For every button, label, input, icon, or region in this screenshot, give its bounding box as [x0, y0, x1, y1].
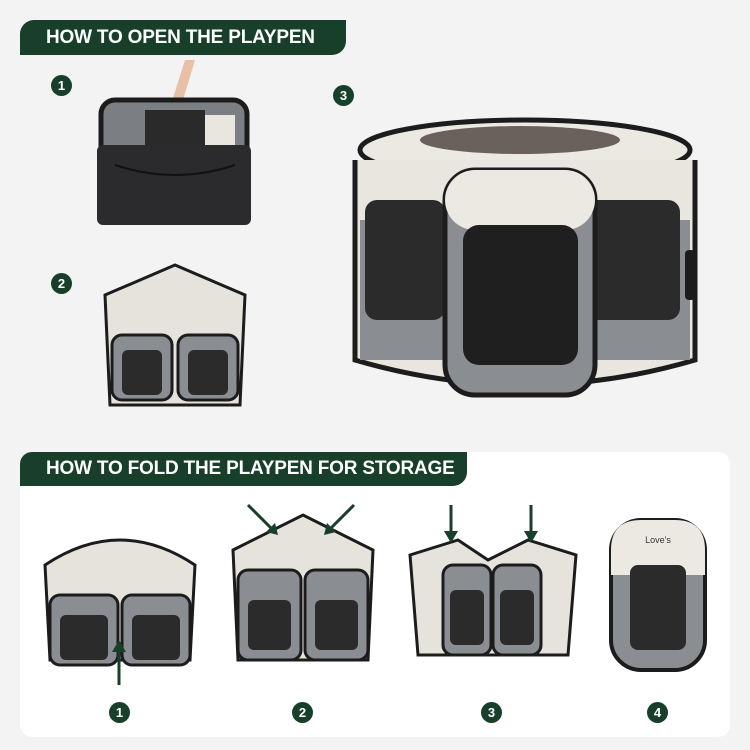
arrow-diagonal-right-icon: [246, 503, 278, 535]
folded-playpen-image: [103, 263, 247, 407]
brand-logo: Love's: [645, 535, 671, 545]
fold-step-3-image: [408, 505, 578, 657]
arrow-up-icon: [112, 640, 126, 685]
arrow-down-icon: [524, 505, 538, 543]
open-section-title: HOW TO OPEN THE PLAYPEN: [20, 20, 346, 55]
open-step-2-badge: 2: [51, 273, 72, 294]
fold-step-2-badge: 2: [292, 702, 313, 723]
fold-step-2-image: [231, 503, 375, 662]
open-step-1-badge: 1: [51, 75, 72, 96]
open-playpen-image: [352, 117, 698, 398]
fold-step-1-image: [43, 538, 197, 685]
storage-bag-image: [97, 60, 251, 225]
open-step-3-badge: 3: [333, 85, 354, 106]
fold-step-1-badge: 1: [109, 702, 130, 723]
arrow-diagonal-left-icon: [324, 503, 356, 535]
fold-step-4-badge: 4: [647, 702, 668, 723]
fold-step-4-image: Love's: [609, 518, 707, 672]
arrow-down-icon: [444, 505, 458, 543]
fold-step-3-badge: 3: [481, 702, 502, 723]
fold-section-title: HOW TO FOLD THE PLAYPEN FOR STORAGE: [20, 452, 467, 486]
